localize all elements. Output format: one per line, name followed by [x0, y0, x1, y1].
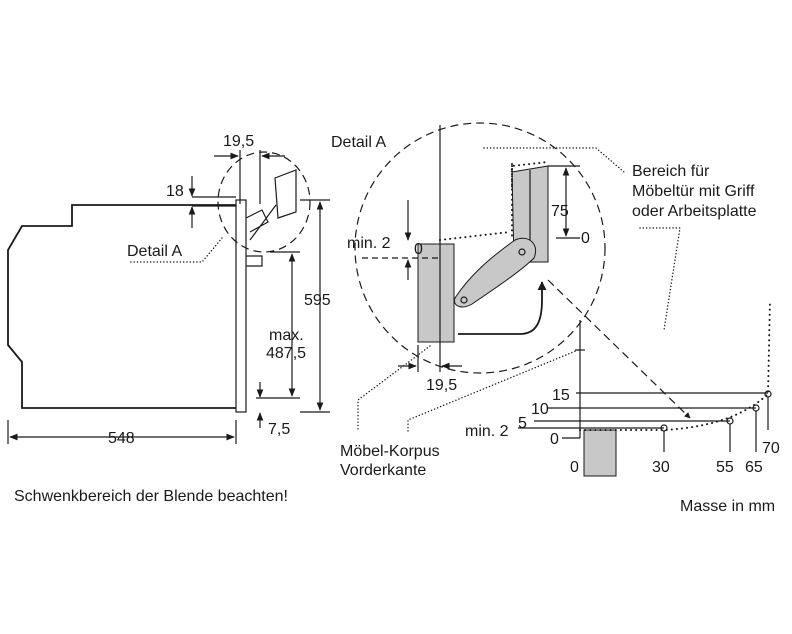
bereich-leader-bottom — [639, 227, 681, 331]
dim-min2-detail: min. 2 — [347, 235, 391, 252]
scale-y-5: 5 — [518, 415, 527, 432]
korpus-leader-1 — [357, 345, 431, 433]
dim-595: 595 — [304, 292, 331, 309]
swing-curve — [579, 299, 771, 431]
bereich-label-2: Möbeltür mit Griff — [632, 183, 755, 200]
dim-0-detail: 0 — [414, 241, 423, 258]
dim-75: 75 — [551, 203, 569, 220]
scale-y-15: 15 — [552, 387, 570, 404]
scale-x-70: 70 — [762, 440, 780, 457]
scale-x-0: 0 — [570, 459, 579, 476]
scale-y-10: 10 — [531, 401, 549, 418]
oven-front-panel — [235, 199, 247, 413]
bereich-leader-top — [483, 147, 625, 173]
oven-panel-detail — [417, 243, 455, 343]
bereich-label-1: Bereich für — [632, 163, 710, 180]
scale-x-65: 65 — [745, 459, 763, 476]
detail-a-label-left: Detail A — [127, 243, 182, 260]
scale-y-min2: min. 2 — [465, 423, 509, 440]
oven-handle — [246, 255, 263, 267]
dim-18: 18 — [166, 183, 184, 200]
scale-y-0: 0 — [550, 431, 559, 448]
detail-a-leader — [127, 237, 223, 263]
dim-487-5: 487,5 — [266, 345, 306, 362]
dim-0-right: 0 — [581, 230, 590, 247]
bereich-label-3: oder Arbeitsplatte — [632, 203, 757, 220]
dim-max: max. — [269, 327, 304, 344]
projection-arrow — [547, 279, 691, 419]
dim-548: 548 — [108, 430, 135, 447]
dim-19-5-top: 19,5 — [223, 133, 254, 150]
korpus-label-1: Möbel-Korpus — [340, 443, 440, 460]
oven-side-view — [7, 150, 297, 413]
swing-note: Schwenkbereich der Blende beachten! — [14, 488, 288, 505]
bracket-dotted-outline — [439, 161, 549, 241]
oven-body-outline — [7, 204, 236, 409]
dim-19-5-detail: 19,5 — [426, 377, 457, 394]
detail-a-circle-large — [354, 122, 606, 374]
door-arm-small — [249, 204, 277, 241]
scale-x-30: 30 — [652, 459, 670, 476]
dim-7-5: 7,5 — [268, 421, 290, 438]
door-bracket-small — [274, 169, 297, 219]
cabinet-section — [583, 429, 617, 477]
korpus-label-2: Vorderkante — [340, 462, 426, 479]
swing-arrow — [458, 281, 547, 335]
scale-x-55: 55 — [716, 459, 734, 476]
detail-a-label-top: Detail A — [331, 134, 386, 151]
detail-a-circle-small — [217, 151, 311, 253]
korpus-leader-2 — [407, 349, 579, 433]
swing-range-scale — [518, 299, 772, 477]
units-note: Masse in mm — [680, 498, 775, 515]
hinge-arm-detail — [453, 237, 536, 308]
